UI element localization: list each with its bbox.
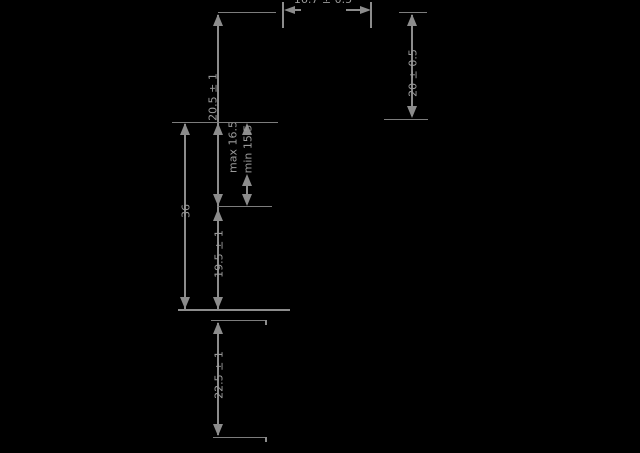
top-width-dimension-label: 16.7 ± 0.5 (294, 0, 352, 6)
overall-height-dimension-label: 36 (179, 204, 193, 218)
arrowhead-up-icon (213, 123, 223, 135)
mid-min-note-label: min 15.5 (241, 124, 255, 174)
lower-reference-line (217, 206, 272, 207)
mid-dim-stem (246, 184, 248, 198)
arrowhead-down-icon (213, 424, 223, 436)
top-dim-line-left-segment (294, 9, 301, 11)
arrowhead-left-icon (284, 6, 295, 14)
left-chain-dim-line (217, 15, 219, 309)
upper-reference-line (218, 12, 276, 13)
overall-height-dim-line (184, 124, 186, 309)
right-height-dimension-label: 20 ± 0.5 (406, 49, 420, 97)
arrowhead-up-icon (242, 123, 252, 135)
arrowhead-up-icon (242, 174, 252, 186)
bottom-upper-bracket-line (211, 320, 267, 321)
top-dim-line-right-segment (346, 9, 362, 11)
arrowhead-up-icon (213, 209, 223, 221)
arrowhead-up-icon (213, 322, 223, 334)
arrowhead-up-icon (407, 14, 417, 26)
arrowhead-down-icon (213, 194, 223, 206)
bottom-dim-line (217, 323, 219, 435)
arrowhead-up-icon (213, 14, 223, 26)
right-dim-line (411, 15, 413, 116)
bottom-lower-bracket-line (213, 437, 267, 438)
arrowhead-up-icon (180, 123, 190, 135)
right-bottom-reference-line (384, 119, 428, 120)
base-reference-line (178, 309, 290, 311)
right-top-reference-tick (399, 12, 427, 13)
arrowhead-down-icon (407, 106, 417, 118)
arrowhead-down-icon (213, 297, 223, 309)
mid-max-note-label: max 16.5 (226, 121, 240, 173)
mid-reference-line (172, 122, 278, 123)
upper-section-dimension-label: 20.5 ± 1 (206, 73, 220, 121)
arrowhead-right-icon (360, 6, 371, 14)
bottom-lower-bracket-hook (265, 437, 267, 442)
top-dim-left-extension-line (282, 2, 284, 28)
arrowhead-down-icon (242, 194, 252, 206)
bottom-section-dimension-label: 22.5 ± 1 (212, 351, 226, 399)
arrowhead-down-icon (180, 297, 190, 309)
bottom-upper-bracket-hook (265, 320, 267, 325)
lower-section-dimension-label: 19.5 ± 1 (212, 230, 226, 278)
top-dim-right-extension-line (370, 2, 372, 28)
